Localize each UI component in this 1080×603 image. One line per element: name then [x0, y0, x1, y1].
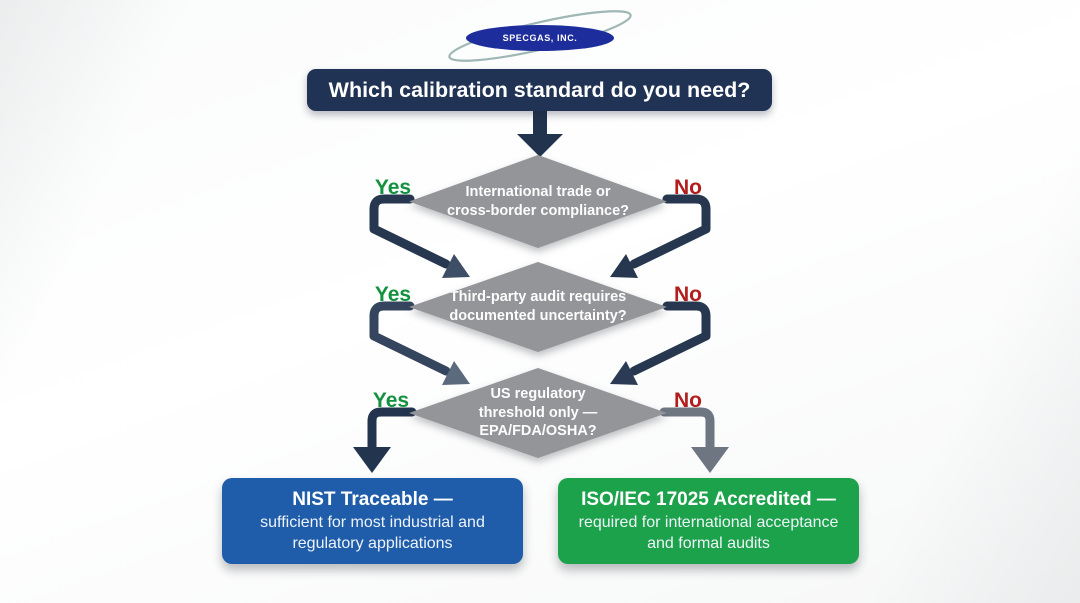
yes-label-3: Yes — [372, 389, 410, 412]
no-label-1: No — [674, 176, 702, 199]
decision-1-line-2: cross-border compliance? — [446, 202, 630, 219]
decision-1-line-1: International trade or — [465, 183, 611, 200]
decision-2-shape: Third-party audit requires documented un… — [409, 262, 667, 352]
decision-3-line-3: EPA/FDA/OSHA? — [479, 423, 597, 440]
decision-3-line-2: threshold only — — [478, 404, 598, 421]
arrow-decision3-yes — [353, 407, 417, 473]
yes-label-1: Yes — [374, 176, 412, 199]
decision-diamond-1: International trade or cross-border comp… — [409, 155, 667, 248]
outcome-nist-heading: NIST Traceable — — [292, 489, 453, 511]
decision-1-shape: International trade or cross-border comp… — [409, 155, 667, 248]
page-title: Which calibration standard do you need? — [307, 69, 772, 111]
no-label-3: No — [674, 389, 702, 412]
outcome-iso-line-2: and formal audits — [647, 534, 770, 552]
outcome-iso-line-1: required for international acceptance — [578, 514, 839, 532]
arrow-decision3-no — [659, 407, 729, 473]
arrow-title-to-decision1 — [517, 106, 563, 157]
decision-2-line-2: documented uncertainty? — [449, 308, 627, 324]
outcome-iso-heading: ISO/IEC 17025 Accredited — — [581, 489, 836, 511]
logo-ellipse: SPECGAS, INC. — [466, 25, 614, 51]
outcome-nist-line-2: regulatory applications — [292, 534, 453, 552]
outcome-nist-line-1: sufficient for most industrial and — [260, 514, 485, 532]
yes-label-2: Yes — [374, 283, 412, 306]
decision-2-line-1: Third-party audit requires — [449, 289, 627, 306]
specgas-logo: SPECGAS, INC. — [440, 4, 640, 66]
decision-3-shape: US regulatory threshold only — EPA/FDA/O… — [409, 368, 667, 458]
no-label-2: No — [674, 283, 702, 306]
outcome-iso-accredited: ISO/IEC 17025 Accredited — required for … — [558, 478, 859, 564]
decision-3-line-1: US regulatory — [490, 386, 586, 403]
decision-diamond-3: US regulatory threshold only — EPA/FDA/O… — [409, 368, 667, 458]
logo-text: SPECGAS, INC. — [502, 33, 578, 43]
outcome-nist-traceable: NIST Traceable — sufficient for most ind… — [222, 478, 523, 564]
decision-diamond-2: Third-party audit requires documented un… — [409, 262, 667, 352]
